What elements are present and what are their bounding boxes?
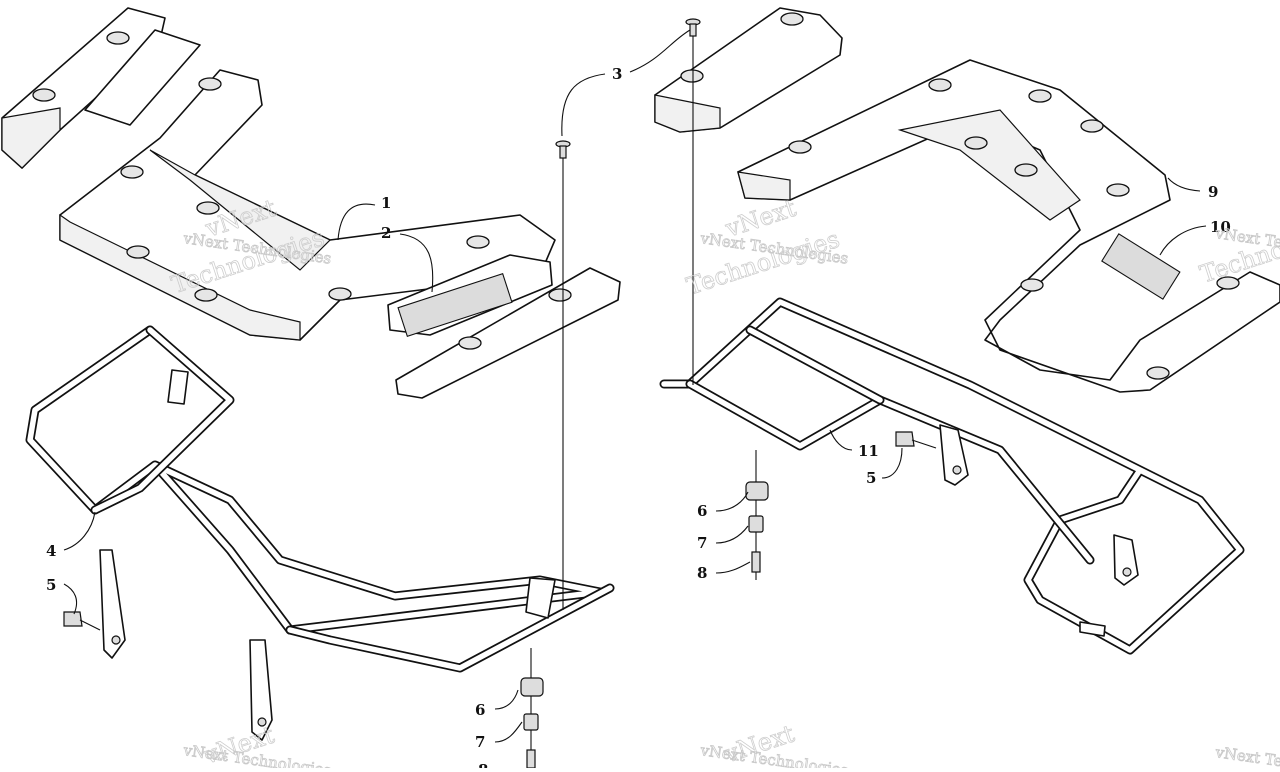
callout-6-right: 6 bbox=[697, 502, 707, 520]
left-rack-top bbox=[1, 7, 621, 399]
right-rack-top bbox=[654, 7, 1280, 393]
callout-6-left: 6 bbox=[475, 701, 485, 719]
callout-2: 2 bbox=[381, 224, 391, 242]
callout-7-right: 7 bbox=[697, 534, 707, 552]
callout-11: 11 bbox=[858, 442, 879, 460]
left-rack-frame bbox=[25, 325, 615, 741]
callout-3: 3 bbox=[612, 65, 622, 83]
callout-8-left: 8 bbox=[478, 761, 488, 768]
right-hardware bbox=[685, 18, 937, 580]
callout-4: 4 bbox=[46, 542, 56, 560]
leader-lines bbox=[63, 29, 1207, 743]
callout-7-left: 7 bbox=[475, 733, 485, 751]
callout-9: 9 bbox=[1208, 183, 1218, 201]
callout-5-right: 5 bbox=[866, 469, 876, 487]
callout-10: 10 bbox=[1210, 218, 1231, 236]
callout-1: 1 bbox=[381, 194, 391, 212]
watermark-text: vNext Technologies bbox=[1213, 743, 1280, 768]
callout-numbers: 1 2 3 4 5 5 6 6 7 7 8 8 9 10 11 bbox=[46, 65, 1231, 772]
callout-5-left: 5 bbox=[46, 576, 56, 594]
right-rack-frame bbox=[659, 297, 1245, 655]
callout-8-right: 8 bbox=[697, 564, 707, 582]
